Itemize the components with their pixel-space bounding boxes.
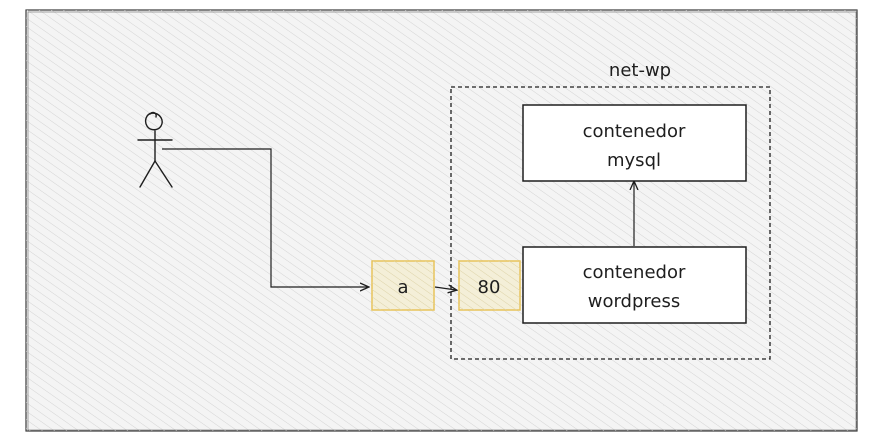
host-port-label: a [397,277,408,298]
host-port-box[interactable]: a [371,260,435,311]
network-boundary[interactable]: net-wp [450,60,771,360]
wordpress-container-line-1: contenedor [583,262,686,283]
wordpress-container-box[interactable]: contenedor wordpress [522,246,747,324]
mysql-container-line-2: mysql [607,150,661,171]
container-port-box[interactable]: 80 [458,260,521,311]
container-port-label: 80 [478,277,501,298]
network-label: net-wp [609,60,671,81]
stick-figure-user-icon[interactable] [137,111,173,188]
background-frame [25,9,858,432]
host-port-to-container-port-arrow [434,287,456,290]
wordpress-container-line-2: wordpress [588,291,681,312]
mysql-container-box[interactable]: contenedor mysql [522,104,747,182]
mysql-container-line-1: contenedor [583,121,686,142]
user-to-port-arrow [162,148,368,287]
